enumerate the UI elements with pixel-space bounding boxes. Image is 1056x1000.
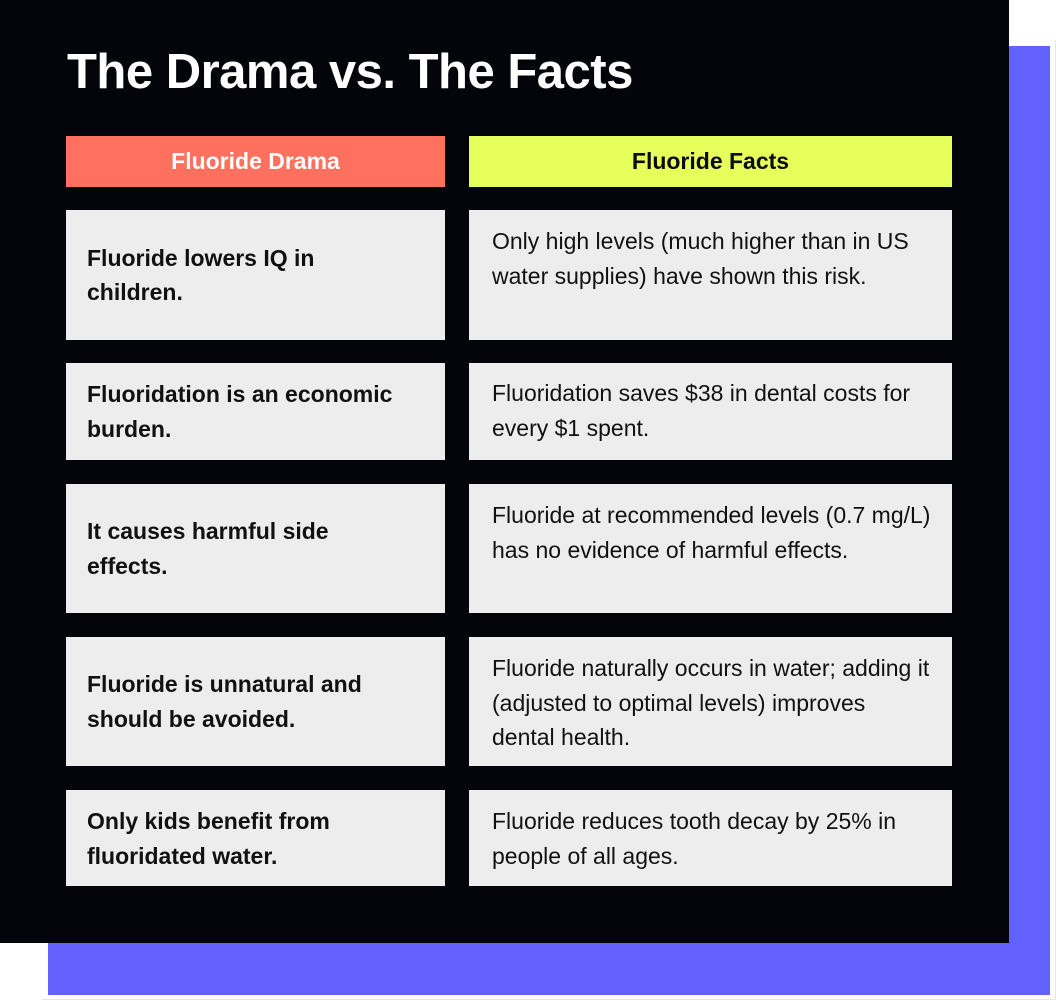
fact-cell: Fluoridation saves $38 in dental costs f… (469, 363, 952, 460)
drama-cell: Fluoride lowers IQ in children. (66, 210, 445, 340)
facts-column-header: Fluoride Facts (469, 136, 952, 187)
fact-cell: Fluoride reduces tooth decay by 25% in p… (469, 790, 952, 886)
fact-text: Fluoride at recommended levels (0.7 mg/L… (492, 502, 931, 563)
drama-cell: Fluoride is unnatural and should be avoi… (66, 637, 445, 766)
drama-text: Fluoridation is an economic burden. (87, 381, 393, 442)
fact-text: Fluoride naturally occurs in water; addi… (492, 655, 930, 750)
page-title: The Drama vs. The Facts (67, 45, 633, 99)
fact-cell: Fluoride at recommended levels (0.7 mg/L… (469, 484, 952, 613)
drama-column-header: Fluoride Drama (66, 136, 445, 187)
fact-text: Fluoride reduces tooth decay by 25% in p… (492, 808, 897, 869)
drama-text: It causes harmful side effects. (87, 518, 329, 579)
drama-text: Only kids benefit from fluoridated water… (87, 808, 330, 869)
comparison-card: The Drama vs. The Facts Fluoride Drama F… (0, 0, 1009, 943)
drama-cell: It causes harmful side effects. (66, 484, 445, 613)
drama-cell: Only kids benefit from fluoridated water… (66, 790, 445, 886)
fact-cell: Fluoride naturally occurs in water; addi… (469, 637, 952, 766)
fact-cell: Only high levels (much higher than in US… (469, 210, 952, 340)
fact-text: Fluoridation saves $38 in dental costs f… (492, 380, 911, 441)
drama-text: Fluoride lowers IQ in children. (87, 244, 315, 306)
drama-cell: Fluoridation is an economic burden. (66, 363, 445, 460)
fact-text: Only high levels (much higher than in US… (492, 228, 909, 289)
drama-text: Fluoride is unnatural and should be avoi… (87, 671, 362, 732)
